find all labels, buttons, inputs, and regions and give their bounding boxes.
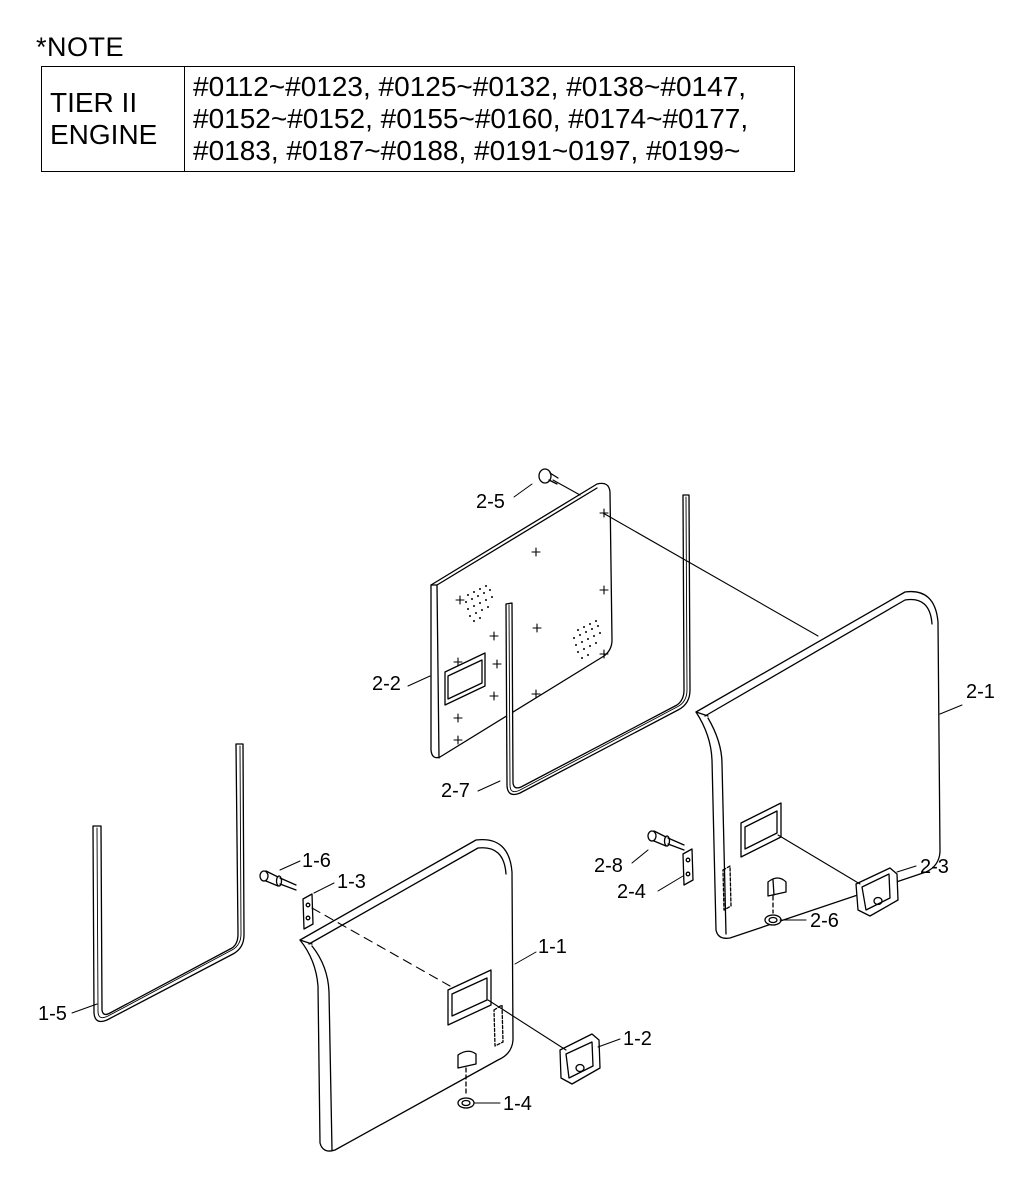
- part-2-6-nut: [764, 895, 782, 926]
- part-2-2-inner-panel: [430, 482, 613, 759]
- callout-1-2: 1-2: [623, 1028, 652, 1050]
- part-1-3-bracket: [302, 893, 314, 930]
- serial-line-2: #0152~#0152, #0155~#0160, #0174~#0177,: [193, 103, 749, 134]
- engine-label: TIER II ENGINE: [42, 67, 185, 171]
- callout-1-5: 1-5: [38, 1003, 67, 1025]
- callout-2-1: 2-1: [966, 681, 995, 703]
- part-1-1-left-door: [299, 838, 514, 1152]
- callout-2-8: 2-8: [594, 855, 623, 877]
- engine-label-line-2: ENGINE: [50, 119, 158, 150]
- callout-2-7: 2-7: [441, 780, 470, 802]
- callout-leaders: [71, 483, 963, 1104]
- part-2-4-bracket: [682, 848, 694, 886]
- callout-1-4: 1-4: [503, 1093, 532, 1115]
- part-1-6-bolt: [259, 870, 297, 891]
- vent-dots-2: [573, 620, 601, 659]
- serial-line-3: #0183, #0187~#0188, #0191~0197, #0199~: [193, 135, 741, 166]
- callout-labels: 2-5 2-2 2-7 2-1 2-3 2-6 2-4 2-8 1-1 1-2 …: [38, 491, 995, 1115]
- callout-2-3: 2-3: [920, 856, 949, 878]
- callout-2-4: 2-4: [617, 881, 646, 903]
- fastener-marks: [453, 508, 609, 745]
- part-2-7-seal: [505, 494, 691, 796]
- serial-numbers: #0112~#0123, #0125~#0132, #0138~#0147, #…: [185, 67, 794, 171]
- callout-1-1: 1-1: [538, 936, 567, 958]
- callout-2-2: 2-2: [372, 673, 401, 695]
- callout-1-6: 1-6: [302, 850, 331, 872]
- part-1-5-seal: [92, 743, 245, 1023]
- vent-dots-1: [465, 585, 493, 622]
- callout-1-3: 1-3: [337, 871, 366, 893]
- note-table: TIER II ENGINE #0112~#0123, #0125~#0132,…: [41, 66, 795, 172]
- callout-2-5: 2-5: [476, 491, 505, 513]
- part-2-1-right-door: [695, 590, 941, 939]
- engine-label-line-1: TIER II: [50, 87, 138, 118]
- part-2-5-pin: [538, 468, 559, 485]
- callout-2-6: 2-6: [810, 910, 839, 932]
- part-1-2-latch: [559, 1033, 601, 1085]
- part-2-8-bolt: [647, 830, 685, 851]
- serial-line-1: #0112~#0123, #0125~#0132, #0138~#0147,: [193, 71, 747, 102]
- note-title: *NOTE: [36, 32, 125, 62]
- assembly-lines: [311, 479, 861, 1051]
- part-2-3-latch: [855, 867, 899, 917]
